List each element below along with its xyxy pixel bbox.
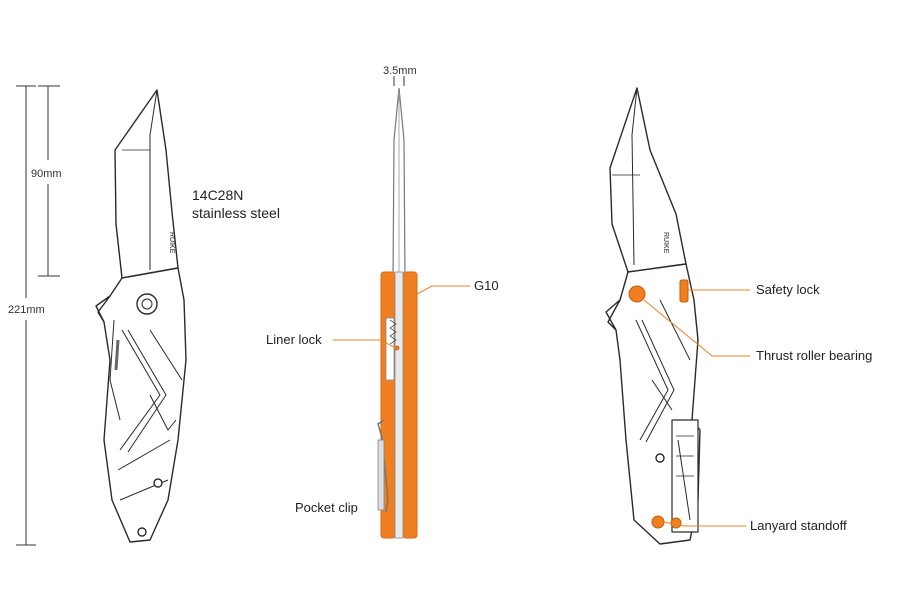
left-logo: RUIKE	[168, 232, 175, 254]
g10-scale-right	[402, 271, 418, 539]
thickness-label: 3.5mm	[383, 65, 417, 77]
thickness-dimension	[393, 76, 405, 86]
blade-length-label: 90mm	[31, 168, 62, 180]
right-knife-view	[605, 87, 701, 545]
screw-icon	[655, 453, 665, 463]
pocket-clip	[377, 419, 389, 513]
blade-length-dimension	[38, 85, 60, 277]
right-leaders	[643, 289, 750, 527]
middle-knife-view	[377, 87, 418, 539]
overall-length-dimension	[16, 85, 36, 546]
middle-leaders	[333, 285, 470, 349]
right-logo: RUIKE	[662, 232, 669, 254]
liner-lock-label: Liner lock	[266, 332, 322, 347]
thrust-bearing-marker	[628, 285, 646, 303]
pivot-icon	[136, 293, 158, 315]
screw-icon	[153, 478, 163, 488]
lanyard-marker	[651, 515, 665, 529]
material-line-1: 14C28N	[192, 187, 243, 203]
right-blade	[609, 87, 687, 273]
pocket-clip-label: Pocket clip	[295, 500, 358, 515]
material-line-2: stainless steel	[192, 205, 280, 221]
safety-lock-marker	[679, 279, 689, 303]
lanyard-standoff-label: Lanyard standoff	[750, 518, 847, 533]
safety-lock-label: Safety lock	[756, 282, 820, 297]
left-knife-view	[95, 89, 187, 543]
overall-length-label: 221mm	[8, 304, 45, 316]
thrust-bearing-label: Thrust roller bearing	[756, 348, 872, 363]
g10-label: G10	[474, 278, 499, 293]
screw-icon	[137, 527, 147, 537]
